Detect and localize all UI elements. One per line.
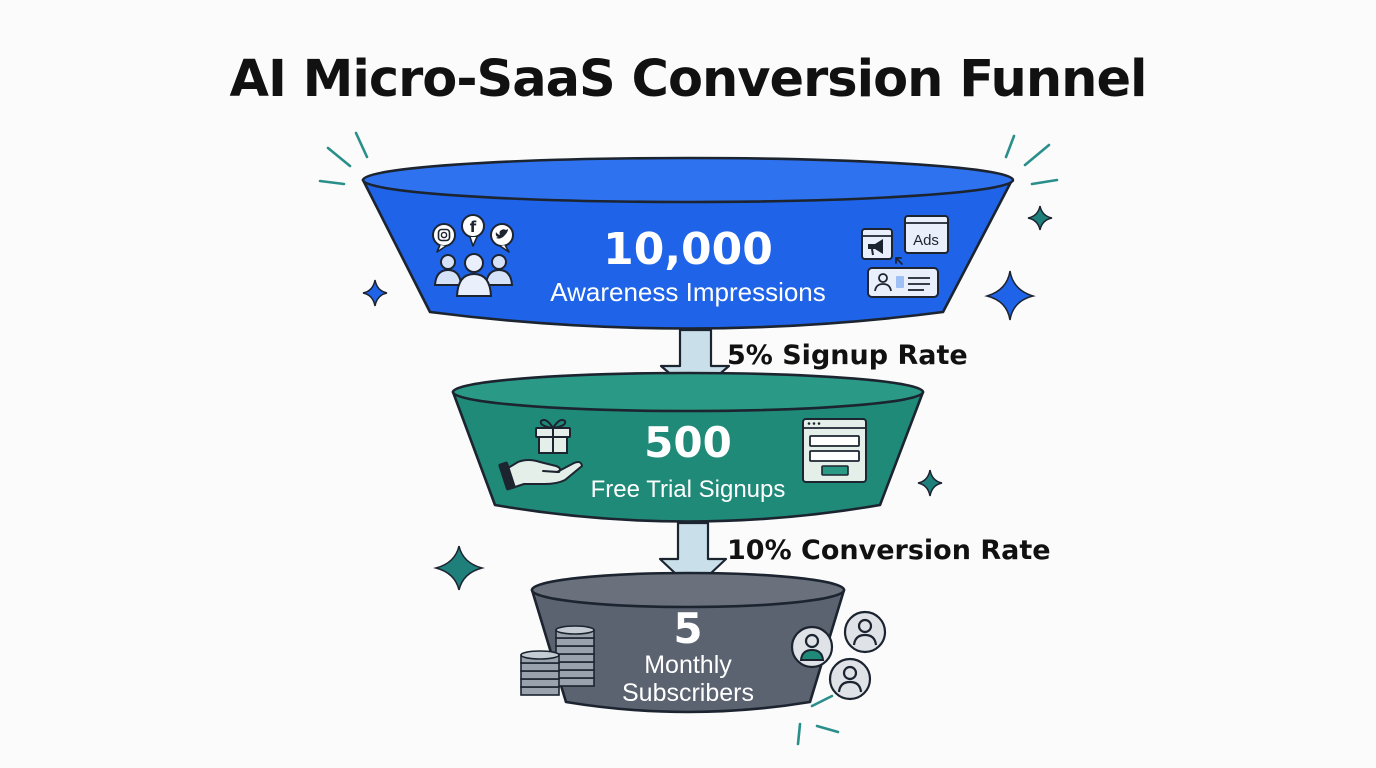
sparkle-rays-bottom-right bbox=[796, 694, 840, 746]
stage-3-label-line2: Subscribers bbox=[622, 679, 754, 707]
coin bbox=[520, 662, 560, 672]
stage-2-label: Free Trial Signups bbox=[591, 476, 786, 503]
coin-top bbox=[520, 650, 560, 660]
coin bbox=[520, 686, 560, 696]
sparkle-star-left-icon bbox=[362, 279, 388, 307]
stage-3-label-line1: Monthly bbox=[644, 651, 732, 679]
coin bbox=[555, 653, 595, 663]
sparkle-star-right-icon bbox=[984, 270, 1036, 321]
funnel-stage-awareness bbox=[361, 156, 1015, 330]
coin-top bbox=[555, 625, 595, 635]
stage-3-value: 5 bbox=[673, 604, 702, 653]
rate-label-signup: 5% Signup Rate bbox=[727, 340, 968, 371]
coin bbox=[555, 645, 595, 655]
cursor-icon bbox=[895, 257, 903, 265]
coin-stacks-icon bbox=[520, 625, 595, 696]
subscriber-avatar-icons bbox=[790, 610, 887, 701]
instagram-icon bbox=[432, 223, 456, 253]
gift-hand-icon bbox=[498, 418, 583, 491]
coin bbox=[520, 670, 560, 680]
stage-2-value: 500 bbox=[644, 418, 732, 467]
sparkle-star-small-teal-icon bbox=[1027, 205, 1053, 231]
coin bbox=[555, 677, 595, 687]
sparkle-rays-top-right bbox=[1004, 134, 1059, 186]
subscriber-avatar-2-icon bbox=[843, 610, 887, 654]
sparkle-star-mid-teal-icon bbox=[917, 469, 943, 497]
sparkle-star-large-teal-icon bbox=[433, 545, 485, 591]
coin bbox=[555, 637, 595, 647]
funnel-stage-subscribers bbox=[530, 571, 846, 714]
coin bbox=[555, 661, 595, 671]
page-title: AI Micro-SaaS Conversion Funnel bbox=[229, 50, 1147, 109]
rate-label-conversion: 10% Conversion Rate bbox=[727, 535, 1051, 566]
coin bbox=[520, 678, 560, 688]
sparkle-rays-top-left bbox=[318, 131, 369, 186]
svg-text:f: f bbox=[470, 218, 477, 236]
stage-1-label: Awareness Impressions bbox=[550, 277, 826, 307]
subscriber-avatar-3-icon bbox=[828, 657, 872, 701]
subscriber-avatar-1-icon bbox=[790, 625, 834, 669]
profile-card-icon bbox=[867, 267, 939, 298]
ads-banner-icon: Ads bbox=[904, 215, 949, 254]
twitter-icon bbox=[490, 223, 514, 253]
facebook-icon: f bbox=[461, 214, 485, 247]
signup-form-icon bbox=[802, 418, 867, 483]
stage-1-value: 10,000 bbox=[603, 224, 773, 275]
coin bbox=[555, 669, 595, 679]
audience-group-icon bbox=[433, 253, 514, 297]
ad-window-megaphone-icon bbox=[861, 228, 893, 260]
ads-label: Ads bbox=[913, 232, 939, 249]
